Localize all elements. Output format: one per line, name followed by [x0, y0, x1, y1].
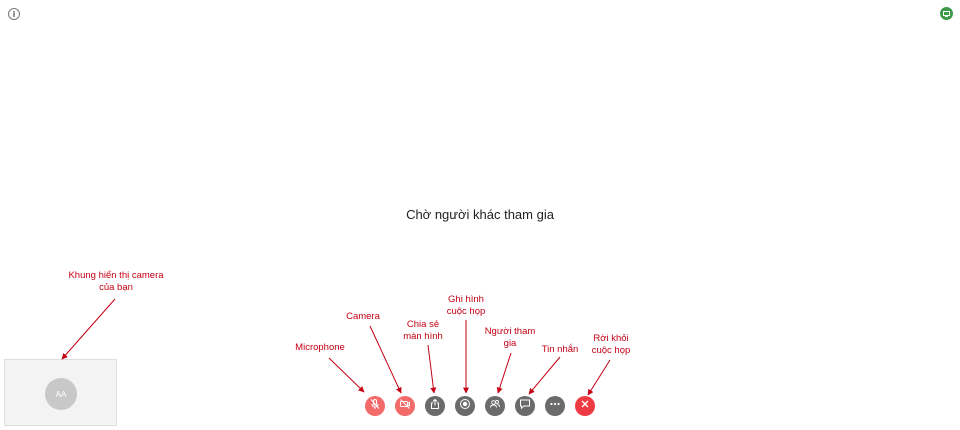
annotation-line: Camera: [346, 311, 380, 322]
annotation-line: Ghi hình: [448, 294, 484, 305]
annotation-line: Người tham: [484, 326, 536, 337]
annotation-microphone: Microphone: [285, 342, 355, 354]
annotation-line: màn hình: [403, 331, 443, 342]
close-icon: [579, 397, 591, 415]
arrow-share-screen: [427, 344, 437, 394]
microphone-button[interactable]: [365, 396, 385, 416]
camera-off-icon: [399, 397, 411, 415]
share-screen-button[interactable]: [425, 396, 445, 416]
leave-meeting-button[interactable]: [575, 396, 595, 416]
network-status-icon[interactable]: [940, 7, 953, 20]
annotation-line: cuộc họp: [446, 306, 486, 317]
annotation-line: Microphone: [295, 342, 345, 353]
annotation-line: của bạn: [99, 282, 133, 293]
camera-button[interactable]: [395, 396, 415, 416]
annotation-chat: Tin nhắn: [535, 344, 585, 356]
arrow-camera: [369, 325, 402, 394]
self-camera-view: AA: [4, 359, 117, 426]
annotation-line: Khung hiển thị camera: [68, 270, 164, 281]
more-options-button[interactable]: [545, 396, 565, 416]
arrow-microphone: [328, 357, 365, 393]
annotation-self-view: Khung hiển thị camera của bạn: [58, 270, 174, 294]
waiting-message: Chờ người khác tham gia: [406, 207, 554, 222]
chat-icon: [519, 397, 531, 415]
annotation-participants: Người tham gia: [479, 326, 541, 350]
arrow-self-view: [61, 298, 116, 360]
participants-icon: [489, 397, 501, 415]
annotation-line: Rời khỏi: [593, 333, 629, 344]
annotation-line: gia: [503, 338, 517, 349]
record-button[interactable]: [455, 396, 475, 416]
annotation-line: Tin nhắn: [541, 344, 579, 355]
share-screen-icon: [429, 397, 441, 415]
arrow-chat: [528, 356, 561, 395]
mic-off-icon: [369, 397, 381, 415]
arrow-leave: [587, 359, 611, 396]
annotation-camera: Camera: [338, 311, 388, 323]
annotation-record: Ghi hình cuộc họp: [440, 294, 492, 318]
participants-button[interactable]: [485, 396, 505, 416]
more-icon: [549, 397, 561, 415]
record-icon: [459, 397, 471, 415]
annotation-share-screen: Chia sẻ màn hình: [398, 319, 448, 343]
avatar: AA: [45, 378, 77, 410]
annotation-leave: Rời khỏi cuộc họp: [583, 333, 639, 357]
arrow-participants: [496, 352, 512, 394]
chat-button[interactable]: [515, 396, 535, 416]
info-icon[interactable]: i: [8, 8, 20, 20]
annotation-line: Chia sẻ: [406, 319, 440, 330]
annotation-line: cuộc họp: [591, 345, 631, 356]
